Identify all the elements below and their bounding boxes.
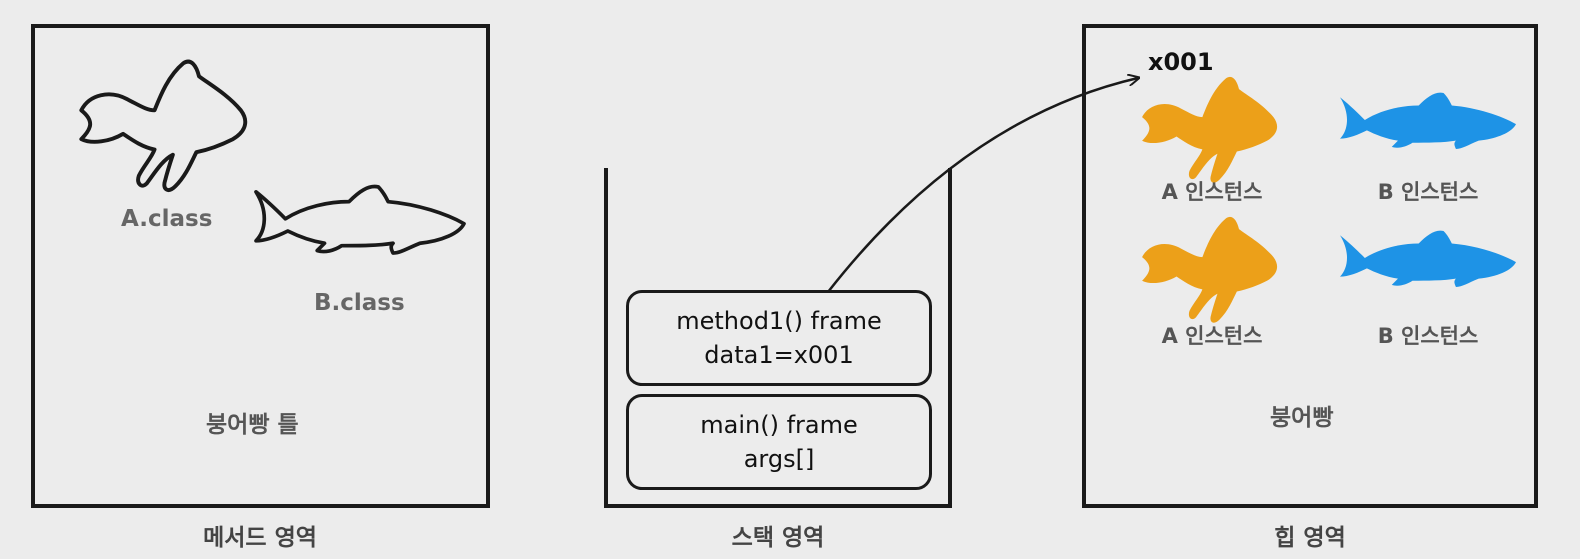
frame-title: main() frame [700, 411, 858, 439]
goldfish-instance-icon [1142, 76, 1278, 183]
stack-frame-method1: method1() frame data1=x001 [626, 290, 932, 386]
method-area-box [31, 24, 490, 508]
instance-label: A 인스턴스 [1161, 324, 1263, 348]
stack-area-box: method1() frame data1=x001 main() frame … [604, 168, 952, 508]
stack-frame-main: main() frame args[] [626, 394, 932, 490]
goldfish-instance-icon [1142, 216, 1278, 323]
goldfish-outline-icon [79, 59, 248, 192]
instance-label: B 인스턴스 [1377, 324, 1479, 348]
instance-label: B 인스턴스 [1377, 180, 1479, 204]
fish-outline-icon [254, 184, 466, 255]
class-a-label: A.class [121, 206, 213, 232]
frame-title: method1() frame [676, 307, 882, 335]
class-b-label: B.class [314, 290, 405, 316]
frame-content: data1=x001 [704, 341, 854, 369]
heap-address-label: x001 [1148, 48, 1214, 76]
heap-area-box [1082, 24, 1538, 508]
instance-label: A 인스턴스 [1161, 180, 1263, 204]
method-area-caption: 메서드 영역 [203, 525, 317, 551]
blue-fish-instance-icon [1340, 230, 1516, 287]
stack-area-caption: 스택 영역 [731, 525, 825, 551]
frame-content: args[] [743, 445, 815, 473]
mold-label: 붕어빵 틀 [206, 412, 299, 438]
heap-area-caption: 힙 영역 [1274, 525, 1346, 551]
blue-fish-instance-icon [1340, 92, 1516, 149]
bread-label: 붕어빵 [1270, 405, 1334, 431]
